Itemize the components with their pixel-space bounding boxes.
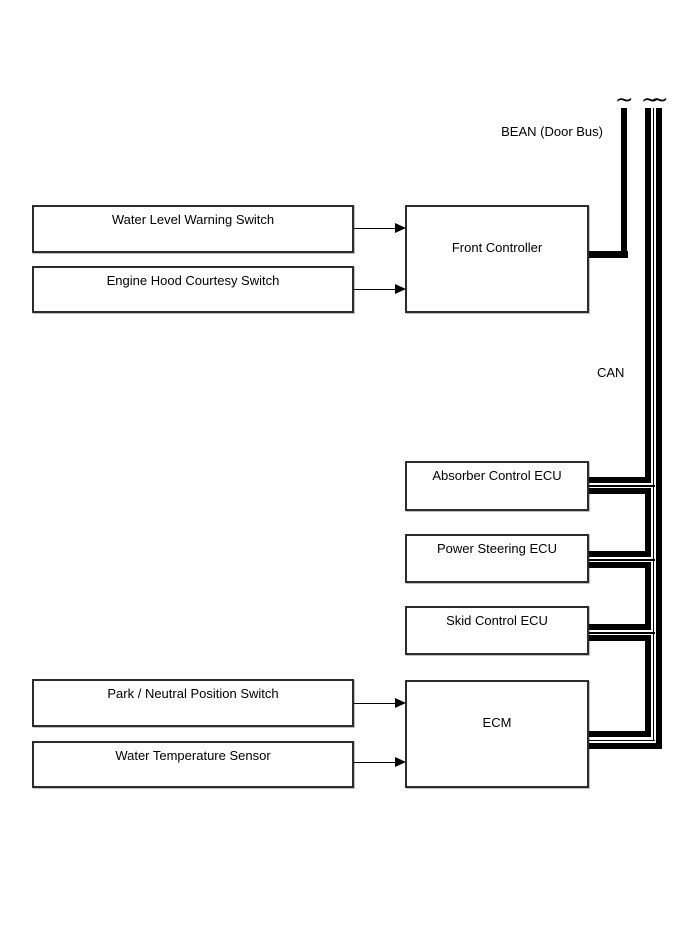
node-power-steering-ecu-label: Power Steering ECU <box>437 541 557 556</box>
bean-bus-break-tilde: ~ <box>615 88 634 113</box>
node-park-neutral-position-switch-label: Park / Neutral Position Switch <box>107 686 279 701</box>
arrow-shaft <box>354 702 396 704</box>
arrowhead-right-icon <box>395 284 406 294</box>
arrow-water-temp-to-ecm <box>354 757 406 767</box>
can-bus-break-tilde-1: ~ <box>641 88 660 113</box>
absorber-ecu-stub-upper <box>587 477 651 483</box>
can-center-thin-line <box>652 108 654 741</box>
node-ecm-label: ECM <box>482 715 512 730</box>
power-steering-ecu-stub-thin <box>587 559 655 561</box>
node-ecm: ECM <box>405 680 589 788</box>
node-skid-control-ecu: Skid Control ECU <box>405 606 589 655</box>
skid-control-ecu-stub-thin <box>587 632 655 634</box>
arrow-water-level-to-front-controller <box>354 223 406 233</box>
node-skid-control-ecu-label: Skid Control ECU <box>446 613 548 628</box>
node-park-neutral-position-switch: Park / Neutral Position Switch <box>32 679 354 727</box>
can-line-b <box>656 108 662 749</box>
node-power-steering-ecu: Power Steering ECU <box>405 534 589 583</box>
node-water-temperature-sensor: Water Temperature Sensor <box>32 741 354 788</box>
can-bus-break-tilde-2: ~ <box>650 88 669 113</box>
ecm-can-stub-b <box>587 743 662 749</box>
ecm-can-stub-thin <box>587 739 655 741</box>
bean-bus-label: BEAN (Door Bus) <box>501 124 603 139</box>
can-bus-label: CAN <box>597 365 625 380</box>
power-steering-ecu-stub-upper <box>587 551 651 557</box>
skid-control-ecu-stub-lower <box>587 635 651 641</box>
arrowhead-right-icon <box>395 698 406 708</box>
absorber-ecu-stub-thin <box>587 485 655 487</box>
absorber-ecu-stub-lower <box>587 488 651 494</box>
can-line-a-segment-4 <box>645 635 651 737</box>
node-absorber-control-ecu: Absorber Control ECU <box>405 461 589 511</box>
arrow-engine-hood-to-front-controller <box>354 284 406 294</box>
node-front-controller-label: Front Controller <box>451 240 543 255</box>
node-front-controller: Front Controller <box>405 205 589 313</box>
arrow-shaft <box>354 761 396 763</box>
node-water-level-warning-switch-label: Water Level Warning Switch <box>111 212 275 227</box>
power-steering-ecu-stub-lower <box>587 562 651 568</box>
can-line-a-segment-2 <box>645 488 651 557</box>
node-engine-hood-courtesy-switch-label: Engine Hood Courtesy Switch <box>106 273 280 288</box>
node-absorber-control-ecu-label: Absorber Control ECU <box>432 468 562 483</box>
skid-control-ecu-stub-upper <box>587 624 651 630</box>
ecm-can-stub-a <box>587 731 651 737</box>
can-line-a-segment-1 <box>645 108 651 483</box>
front-controller-bean-stub <box>588 251 628 258</box>
arrow-shaft <box>354 288 396 290</box>
bean-bus-line <box>621 108 627 258</box>
arrow-shaft <box>354 227 396 229</box>
arrowhead-right-icon <box>395 223 406 233</box>
node-water-temperature-sensor-label: Water Temperature Sensor <box>115 748 271 763</box>
arrow-park-neutral-to-ecm <box>354 698 406 708</box>
arrowhead-right-icon <box>395 757 406 767</box>
node-engine-hood-courtesy-switch: Engine Hood Courtesy Switch <box>32 266 354 313</box>
can-line-a-segment-3 <box>645 562 651 630</box>
node-water-level-warning-switch: Water Level Warning Switch <box>32 205 354 253</box>
